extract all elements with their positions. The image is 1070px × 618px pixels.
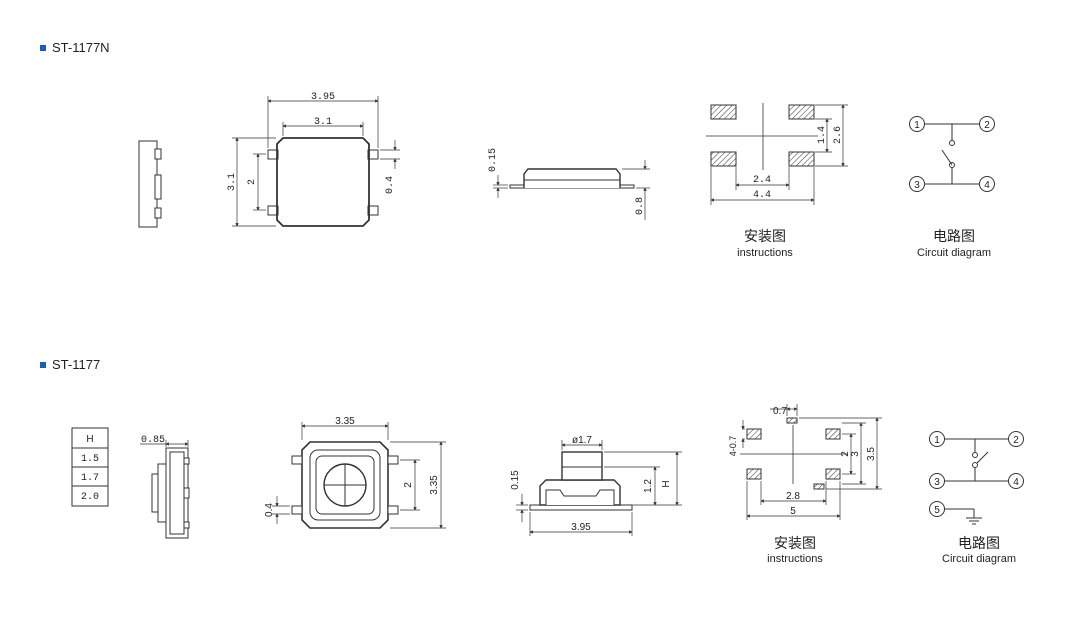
dim-left-lead: 0.4 — [264, 503, 275, 517]
dim-pad-pitch-y: 1.4 — [817, 126, 828, 144]
svg-text:3: 3 — [934, 477, 940, 488]
height-table-header: H — [86, 434, 93, 445]
section-title: ST-1177 — [52, 357, 100, 372]
install-label-en: instructions — [737, 247, 793, 259]
side-view-left — [138, 140, 162, 228]
pad-layout — [706, 103, 818, 170]
dim-pad-pitch-y1: 2 — [840, 451, 851, 457]
svg-text:1: 1 — [934, 435, 940, 446]
pad-layout — [740, 417, 848, 490]
top-view — [267, 137, 379, 227]
dim-pad-span-x: 5 — [790, 506, 796, 517]
dim-right-height: 3.35 — [429, 475, 440, 495]
dim-cap-dia: ø1.7 — [572, 435, 592, 446]
circuit-pin-1: 1 — [909, 116, 925, 132]
svg-text:2: 2 — [1013, 435, 1019, 446]
install-label-en: instructions — [767, 553, 823, 565]
height-table-row: 2.0 — [81, 492, 99, 503]
side-profile-view — [529, 451, 633, 511]
section-st-1177n: ST-1177N — [40, 40, 995, 259]
circuit-pin-3: 3 — [929, 473, 945, 489]
dim-right-inner: 2 — [403, 482, 414, 488]
dim-top-inner: 3.1 — [314, 117, 332, 128]
svg-text:3: 3 — [914, 180, 920, 191]
dim-top-overall: 3.95 — [311, 92, 335, 103]
circuit-pin-2: 2 — [979, 116, 995, 132]
top-view — [291, 441, 399, 529]
top-view-dimensions — [272, 422, 446, 529]
circuit-label-en: Circuit diagram — [942, 553, 1016, 565]
install-label-cn: 安装图 — [774, 535, 816, 551]
dim-top-overall: 3.35 — [335, 416, 355, 427]
height-table — [71, 427, 109, 507]
section-title: ST-1177N — [52, 40, 110, 55]
dim-side-height: 0.8 — [635, 197, 646, 215]
top-view-dimensions — [232, 96, 400, 227]
dim-right-lead: 0.4 — [385, 176, 396, 194]
svg-text:5: 5 — [934, 505, 940, 516]
dim-left-inner: 2 — [247, 179, 258, 185]
circuit-pin-4: 4 — [1008, 473, 1024, 489]
svg-text:1: 1 — [914, 120, 920, 131]
dim-pad-pitch-x: 2.4 — [753, 175, 771, 186]
install-label-cn: 安装图 — [744, 228, 786, 244]
pad-layout-dimensions — [741, 404, 882, 520]
section-bullet-icon — [40, 45, 46, 51]
svg-text:4: 4 — [1013, 477, 1019, 488]
svg-text:2: 2 — [984, 120, 990, 131]
section-bullet-icon — [40, 362, 46, 368]
svg-text:4: 4 — [984, 180, 990, 191]
circuit-pin-3: 3 — [909, 176, 925, 192]
circuit-pin-4: 4 — [979, 176, 995, 192]
dim-base-width: 3.95 — [571, 522, 591, 533]
circuit-label-en: Circuit diagram — [917, 247, 991, 259]
side-profile-dimensions — [493, 160, 650, 220]
circuit-pin-2: 2 — [1008, 431, 1024, 447]
dim-left-height: 3.1 — [227, 173, 238, 191]
side-profile-view — [509, 168, 635, 189]
circuit-diagram — [925, 123, 979, 185]
dim-pad-pitch-x: 2.8 — [786, 491, 800, 502]
circuit-label-cn: 电路图 — [933, 228, 975, 244]
dim-side-thickness: 0.15 — [510, 470, 521, 490]
dim-pad-pitch-y2: 3 — [850, 451, 861, 457]
circuit-pin-1: 1 — [929, 431, 945, 447]
height-table-row: 1.5 — [81, 454, 99, 465]
dim-side-width: 0.85 — [141, 435, 165, 446]
dim-pad-span-y: 2.6 — [833, 126, 844, 144]
circuit-label-cn: 电路图 — [958, 535, 1000, 551]
circuit-diagram — [944, 438, 1009, 525]
dim-pad-span-x: 4.4 — [753, 190, 771, 201]
dim-side-thickness: 0.15 — [488, 148, 499, 172]
side-profile-dimensions — [516, 440, 682, 536]
height-table-row: 1.7 — [81, 473, 99, 484]
dim-body-height: 1.2 — [643, 479, 654, 493]
dim-pad-span-y: 3.5 — [866, 447, 877, 461]
dim-pad-hole: 4-0.7 — [728, 436, 738, 457]
pad-layout-dimensions — [710, 104, 848, 205]
dim-pad-width: 0.7 — [773, 406, 787, 417]
section-st-1177: ST-1177 H 1.5 1.7 2.0 0.85 — [40, 357, 1024, 565]
side-view-dimensions — [140, 440, 189, 447]
side-view-left — [151, 447, 190, 539]
circuit-pin-5: 5 — [929, 501, 945, 517]
dim-total-height: H — [661, 480, 672, 487]
